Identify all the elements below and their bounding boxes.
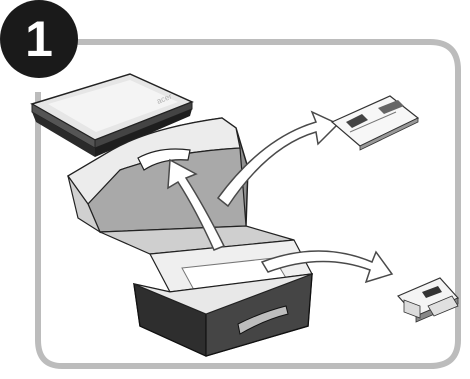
accessory-pack-illustration [398,278,458,322]
step-number: 1 [25,10,53,68]
manual-illustration [332,96,418,150]
step-number-badge: 1 [0,0,78,78]
